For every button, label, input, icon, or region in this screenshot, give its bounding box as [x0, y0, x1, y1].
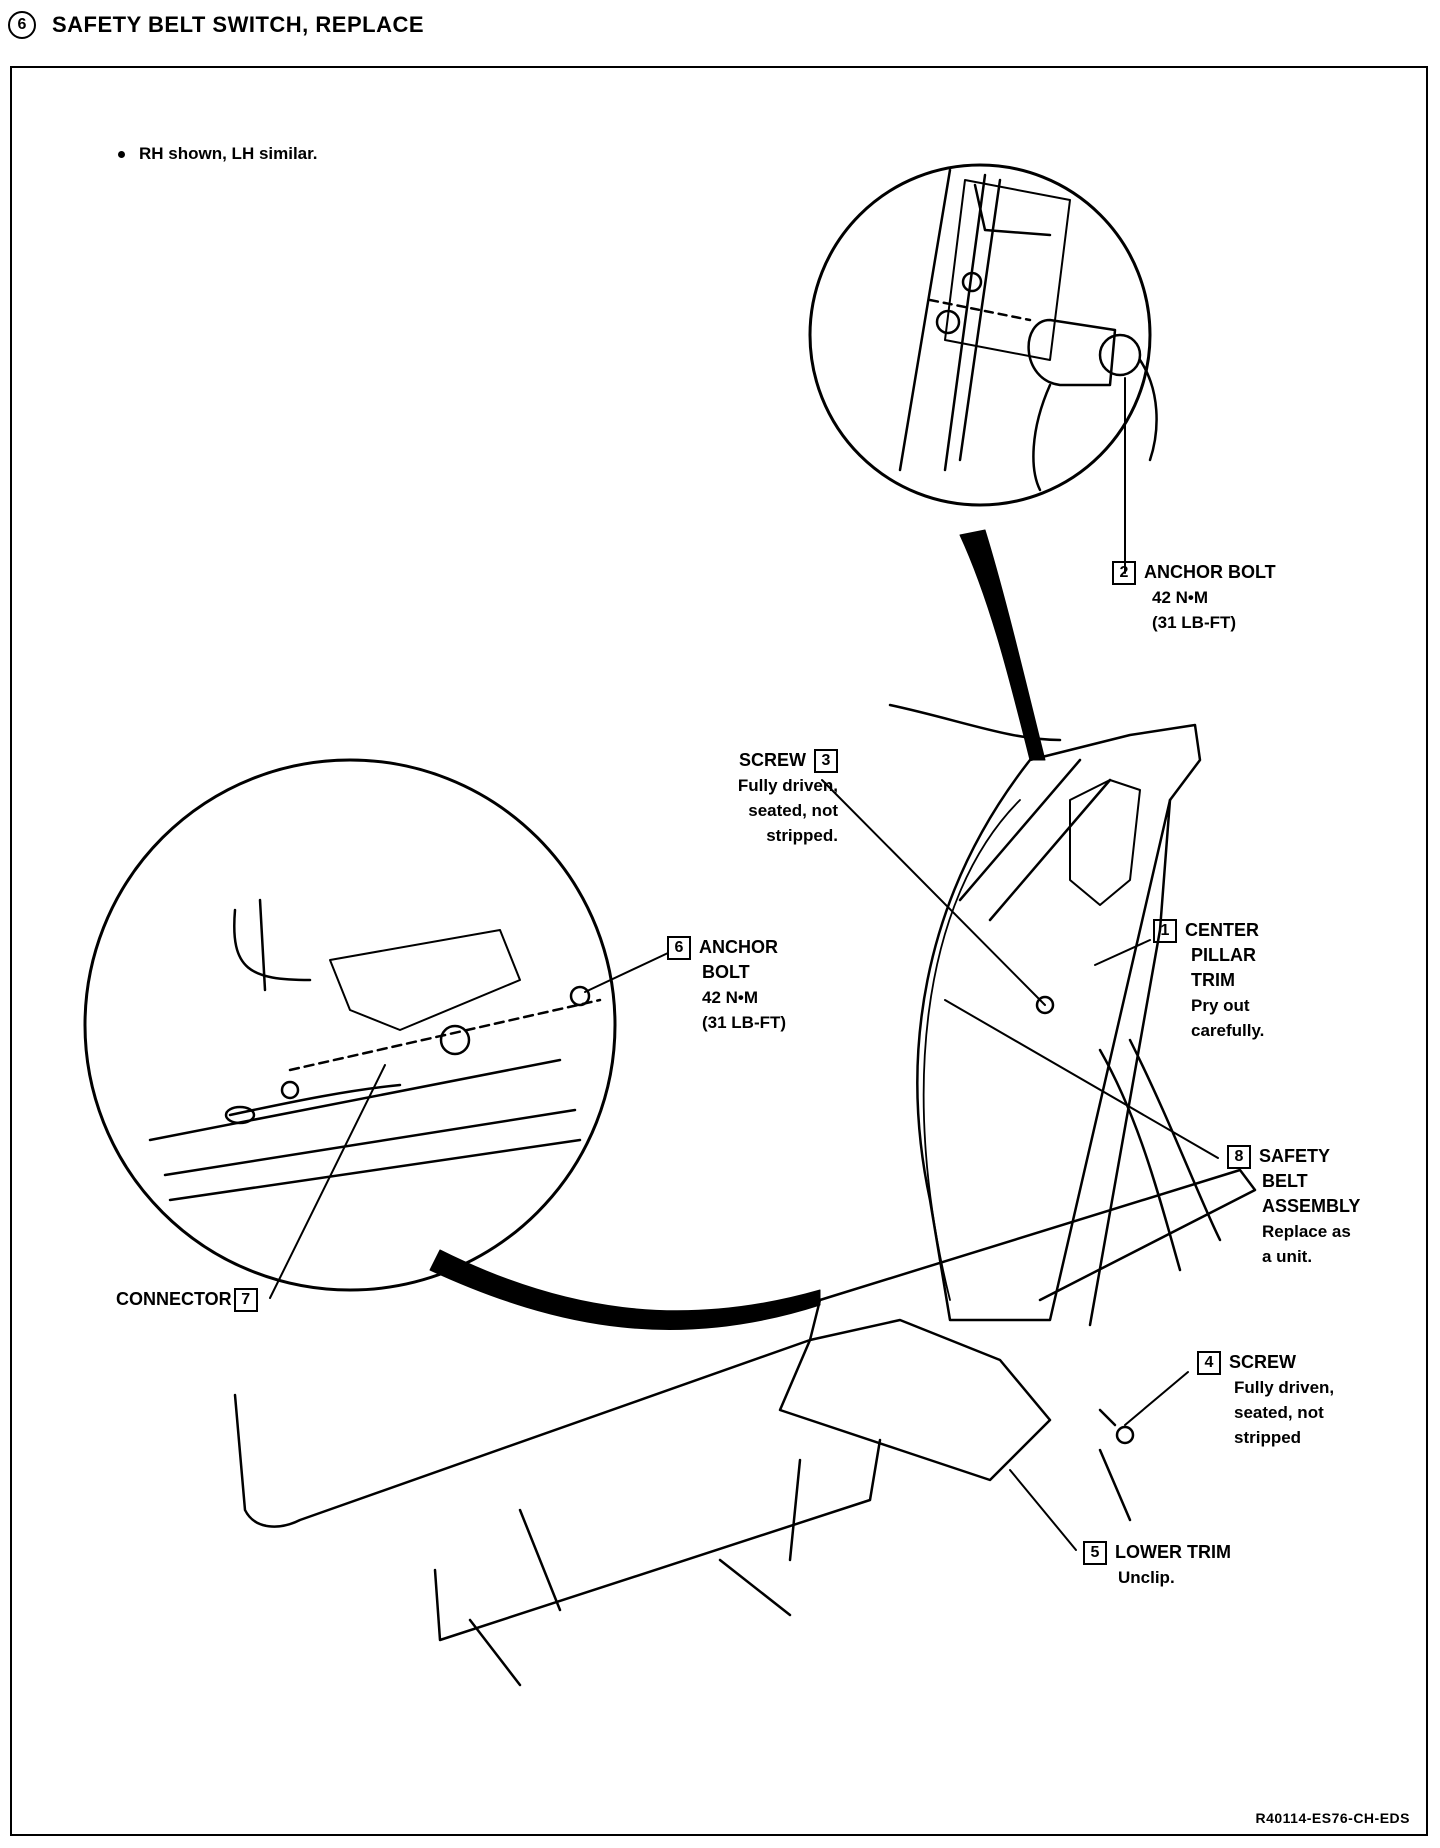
lower-sill [233, 1038, 1257, 1687]
bullet-icon [118, 151, 125, 159]
switch-detail-view [83, 758, 617, 1292]
callout-number: 3 [814, 749, 838, 774]
detail-connector-band [959, 529, 1046, 761]
callout-number: 4 [1197, 1351, 1221, 1376]
note-text: RH shown, LH similar. [139, 144, 318, 163]
callout-number: 6 [667, 936, 691, 961]
step-number-circle: 6 [8, 11, 36, 39]
callout-number: 2 [1112, 561, 1136, 586]
callout-number: 1 [1153, 919, 1177, 944]
screw-3-head-icon [1035, 995, 1055, 1015]
leader-lines [269, 377, 1219, 1551]
callout-number: 7 [233, 1288, 258, 1313]
callout-number: 8 [1227, 1145, 1251, 1170]
step-number: 6 [17, 16, 27, 33]
page-header: 6 SAFETY BELT SWITCH, REPLACE [8, 8, 424, 42]
switch-connector-band [429, 1249, 821, 1331]
note: RH shown, LH similar. [118, 144, 318, 164]
diagram-frame [10, 66, 1428, 1836]
reference-code: R40114-ES76-CH-EDS [1255, 1810, 1410, 1826]
screw-4-shank-icon [1098, 1408, 1117, 1427]
anchor-bolt-detail-view [808, 163, 1158, 507]
callout-number: 5 [1083, 1541, 1107, 1566]
screw-4-head-icon [1115, 1425, 1135, 1445]
center-pillar [888, 703, 1202, 1327]
page-title: SAFETY BELT SWITCH, REPLACE [52, 12, 425, 37]
